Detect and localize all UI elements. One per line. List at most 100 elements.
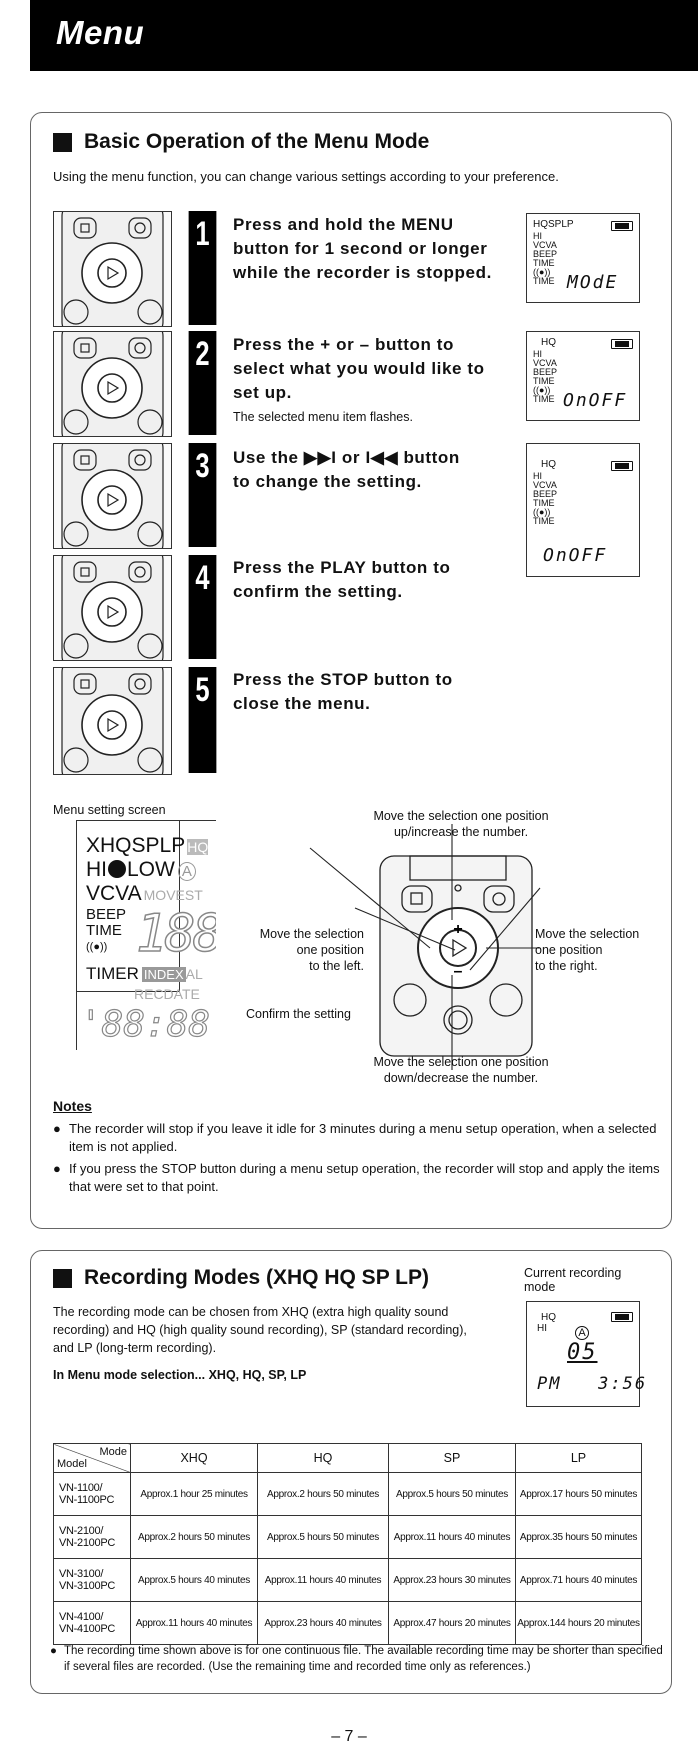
menu-screen-segment: 188: [135, 903, 216, 965]
step-number-3: 3: [188, 443, 217, 547]
corner-model-label: Model: [57, 1458, 87, 1470]
table-row: VN-4100/ VN-4100PC Approx.11 hours 40 mi…: [53, 1601, 642, 1645]
step-2-subtext: The selected menu item flashes.: [233, 410, 413, 424]
table-cell: Approx.71 hours 40 minutes: [515, 1558, 642, 1602]
table-corner-cell: Mode Model: [53, 1443, 131, 1473]
section-square-icon: [53, 132, 72, 152]
callout-down: Move the selection one position down/dec…: [373, 1055, 549, 1085]
page-number: – 7 –: [331, 1728, 367, 1745]
svg-text:+: +: [453, 921, 462, 938]
table-header-sp: SP: [388, 1443, 516, 1473]
recording-footnote: ●The recording time shown above is for o…: [50, 1645, 663, 1673]
recorder-illustration-4: [53, 555, 172, 661]
table-cell: Approx.11 hours 40 minutes: [130, 1601, 258, 1645]
table-model-cell: VN-1100/ VN-1100PC: [53, 1472, 131, 1516]
lcd-segment-text: MOdE: [567, 272, 619, 293]
menu-screen-time: TIME: [86, 922, 122, 939]
battery-icon: [611, 461, 633, 471]
table-header-hq: HQ: [257, 1443, 389, 1473]
corner-mode-label: Mode: [99, 1446, 127, 1458]
basic-operation-title: Basic Operation of the Menu Mode: [53, 130, 429, 154]
lcd-top-row: HQ: [541, 337, 556, 348]
table-row: VN-2100/ VN-2100PC Approx.2 hours 50 min…: [53, 1515, 642, 1559]
menu-mode-selection-line: In Menu mode selection... XHQ, HQ, SP, L…: [53, 1368, 307, 1382]
table-model-cell: VN-3100/ VN-3100PC: [53, 1558, 131, 1602]
recorder-button-diagram: + –: [309, 824, 541, 1070]
table-model-cell: VN-2100/ VN-2100PC: [53, 1515, 131, 1559]
step-number-4: 4: [188, 555, 217, 659]
table-header-xhq: XHQ: [130, 1443, 258, 1473]
step-number-5: 5: [188, 667, 217, 773]
page-header: Menu: [30, 0, 698, 71]
lcd-segment-text: OnOFF: [543, 545, 608, 566]
lcd-file-number: 05: [567, 1340, 598, 1365]
auto-icon: A: [575, 1326, 589, 1340]
recorder-illustration-2: [53, 331, 172, 437]
recording-time-table: Mode Model XHQ HQ SP LP VN-1100/ VN-1100…: [53, 1443, 642, 1645]
table-cell: Approx.5 hours 40 minutes: [130, 1558, 258, 1602]
recorder-illustration-5: [53, 667, 172, 775]
table-row: VN-3100/ VN-3100PC Approx.5 hours 40 min…: [53, 1558, 642, 1602]
recording-modes-intro: The recording mode can be chosen from XH…: [53, 1305, 467, 1355]
recording-modes-title: Recording Modes (XHQ HQ SP LP): [53, 1266, 429, 1290]
lcd-segment-text: OnOFF: [563, 390, 628, 411]
menu-screen-rec-icon: ((●)): [86, 941, 108, 953]
table-model-cell: VN-4100/ VN-4100PC: [53, 1601, 131, 1645]
step-number-1: 1: [188, 211, 217, 325]
menu-screen-movestart: MOVEST: [143, 887, 203, 903]
basic-operation-title-text: Basic Operation of the Menu Mode: [84, 130, 430, 153]
bullet-icon: ●: [53, 1161, 61, 1176]
table-cell: Approx.23 hours 30 minutes: [388, 1558, 516, 1602]
recording-modes-title-text: Recording Modes (XHQ HQ SP LP): [84, 1266, 429, 1289]
table-cell: Approx.2 hours 50 minutes: [257, 1472, 389, 1516]
bullet-icon: ●: [53, 1121, 61, 1136]
callout-confirm: Confirm the setting: [246, 1007, 351, 1021]
table-cell: Approx.35 hours 50 minutes: [515, 1515, 642, 1559]
svg-text:–: –: [454, 963, 463, 980]
lcd-top-row: HQ: [541, 1312, 556, 1323]
lcd-time: PM 3:56: [537, 1374, 648, 1394]
recorder-illustration-1: [53, 211, 172, 327]
table-cell: Approx.144 hours 20 minutes: [515, 1601, 642, 1645]
lcd-hi-row: HI: [537, 1323, 547, 1334]
step-number-2: 2: [188, 331, 217, 435]
table-cell: Approx.2 hours 50 minutes: [130, 1515, 258, 1559]
recorder-illustration-3: [53, 443, 172, 549]
note-2: ●If you press the STOP button during a m…: [53, 1161, 660, 1194]
current-recording-mode-label: Current recording mode: [524, 1266, 622, 1294]
table-header-lp: LP: [515, 1443, 642, 1473]
menu-screen-index: INDEX: [141, 967, 186, 982]
table-cell: Approx.23 hours 40 minutes: [257, 1601, 389, 1645]
notes-title: Notes: [53, 1098, 92, 1114]
table-cell: Approx.11 hours 40 minutes: [257, 1558, 389, 1602]
table-cell: Approx.5 hours 50 minutes: [388, 1472, 516, 1516]
table-cell: Approx.1 hour 25 minutes: [130, 1472, 258, 1516]
bullet-icon: ●: [50, 1645, 57, 1657]
table-row: VN-1100/ VN-1100PC Approx.1 hour 25 minu…: [53, 1472, 642, 1516]
menu-screen-time-segment: '88:88: [79, 1003, 211, 1045]
page-title: Menu: [56, 14, 145, 51]
menu-screen-hq-chip: HQ: [187, 839, 209, 855]
current-mode-lcd: HQ HI A 05 PM 3:56: [526, 1301, 645, 1407]
menu-screen-timer: TIMER: [86, 964, 139, 983]
section-square-icon: [53, 1268, 72, 1288]
menu-screen-low: LOW: [127, 858, 175, 881]
callout-right: Move the selection one position to the r…: [535, 927, 640, 973]
auto-icon: A: [177, 862, 196, 881]
table-cell: Approx.47 hours 20 minutes: [388, 1601, 516, 1645]
menu-screen-al: AL: [185, 966, 203, 982]
lcd-top-row: HQSPLP: [533, 219, 574, 230]
menu-screen-recdate: RECDATE: [134, 986, 200, 1002]
callout-left: Move the selection one position to the l…: [259, 927, 364, 973]
table-cell: Approx.5 hours 50 minutes: [257, 1515, 389, 1559]
